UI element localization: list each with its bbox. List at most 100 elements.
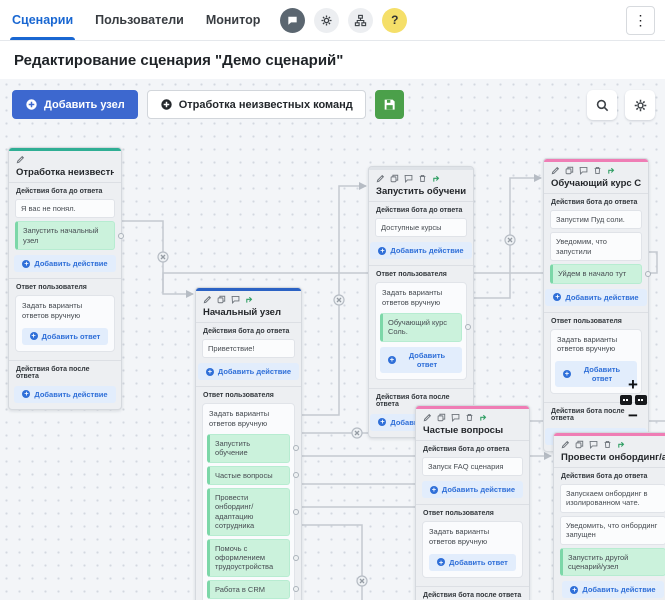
overview-icon[interactable] [634,395,647,405]
bot-action-item[interactable]: Я вас не понял. [15,199,115,219]
manual-answers-panel: Задать варианты ответов вручную +Добавить… [422,521,523,578]
manual-answers-text: Задать варианты ответов вручную [209,409,270,429]
answer-option-item[interactable]: Уйдем в начало тут [550,264,651,284]
manual-answers-text: Задать варианты ответов вручную [382,288,443,308]
add-node-button[interactable]: Добавить узел [12,90,138,119]
branch-icon[interactable] [479,413,488,422]
plus-icon: + [437,557,446,567]
trash-icon[interactable] [418,174,427,183]
title-bar: Редактирование сценария "Демо сценарий" [0,41,665,79]
bot-action-item[interactable]: Уведомим, что запустили [550,232,642,262]
message-icon[interactable] [579,166,588,175]
node-actions [551,166,641,175]
edit-icon[interactable] [551,166,560,175]
answer-option-item[interactable]: Помочь с оформлением трудоустройства [207,538,299,577]
fit-view-icon[interactable] [619,395,632,405]
node-header: Начальный узел [196,291,301,322]
answer-option-item[interactable]: Запустить начальный узел [15,221,124,251]
tab-monitor[interactable]: Монитор [205,13,261,27]
tab-scenarios[interactable]: Сценарии [9,0,76,40]
node-color-bar [9,148,121,151]
section-label: Ответ пользователя [551,317,622,325]
manual-answers-text: Задать варианты ответов вручную [429,527,490,547]
copy-icon[interactable] [217,295,226,304]
section-label: Действия бота до ответа [423,446,510,453]
add-action-button[interactable]: +Добавить действие [545,288,647,306]
node-provesti-onboarding[interactable]: Провести онбординг/адапта...Действия бот… [553,432,665,600]
tab-users[interactable]: Пользователи [95,13,184,27]
add-action-button[interactable]: +Добавить действие [562,581,664,599]
chat-icon[interactable] [280,7,306,33]
save-button[interactable] [374,90,404,119]
add-action-button-label: Добавить действие [217,367,292,377]
add-answer-button[interactable]: +Добавить ответ [429,553,516,571]
bot-action-item[interactable]: Приветствие! [202,339,295,359]
edit-icon[interactable] [423,413,432,422]
add-action-button[interactable]: +Добавить действие [370,242,472,260]
trash-icon[interactable] [593,166,602,175]
branch-icon[interactable] [432,174,441,183]
add-action-button-label: Добавить действие [565,292,639,302]
zoom-in-button[interactable]: + [628,375,638,394]
message-icon[interactable] [451,413,460,422]
node-title: Начальный узел [203,307,281,318]
message-icon[interactable] [589,440,598,449]
trash-icon[interactable] [465,413,474,422]
manual-answers-panel: Задать варианты ответов вручную+Добавить… [15,295,115,352]
canvas-settings-icon[interactable] [625,90,655,120]
branch-icon[interactable] [617,440,626,449]
branch-icon[interactable] [607,166,616,175]
answer-option-item[interactable]: Провести онбординг/адаптацию сотрудника [207,488,299,536]
answer-option-item[interactable]: Запустить другой сценарий/узел [560,547,665,577]
page-title: Редактирование сценария "Демо сценарий" [14,51,344,69]
copy-icon[interactable] [390,174,399,183]
add-action-button[interactable]: +Добавить действие [14,255,116,273]
message-icon[interactable] [231,295,240,304]
copy-icon[interactable] [565,166,574,175]
sitemap-icon[interactable] [348,7,374,33]
edit-icon[interactable] [561,440,570,449]
answer-option-item[interactable]: Запустить обучение [207,433,299,463]
unknown-commands-button[interactable]: Отработка неизвестных команд [146,90,366,119]
bot-action-item[interactable]: Запуск FAQ сценария [422,457,523,477]
bot-action-item[interactable]: Запускаем онбординг в изолированном чате… [560,484,665,513]
branch-icon[interactable] [245,295,254,304]
plus-icon: + [205,367,214,377]
kebab-menu-icon[interactable]: ⋮ [626,5,655,35]
add-action-button[interactable]: +Добавить действие [421,481,524,499]
node-otrabotka-neizvestnykh-komand[interactable]: Отработка неизвестных командДействия бот… [8,147,124,410]
zoom-out-button[interactable]: − [628,406,638,425]
edit-icon[interactable] [376,174,385,183]
bot-action-item[interactable]: Уведомить, что онбординг запущен [560,515,665,545]
plus-icon: + [570,585,579,594]
add-answer-button[interactable]: +Добавить ответ [21,327,109,345]
copy-icon[interactable] [575,440,584,449]
answer-option-item[interactable]: Обучающий курс Соль. [380,312,471,342]
settings-icon[interactable] [314,7,340,33]
section-label: Действия бота после ответа [16,365,90,380]
manual-answers-panel: Задать варианты ответов вручную+Добавить… [550,328,642,394]
bot-action-item[interactable]: Доступные курсы [375,218,467,238]
copy-icon[interactable] [437,413,446,422]
add-answer-button[interactable]: +Добавить ответ [380,346,462,373]
answer-option-item[interactable]: Работа в CRM [207,579,299,599]
help-icon[interactable]: ? [382,7,408,33]
search-icon[interactable] [587,90,617,120]
edit-icon[interactable] [203,295,212,304]
add-action-button[interactable]: +Добавить действие [14,385,116,403]
trash-icon[interactable] [603,440,612,449]
message-icon[interactable] [404,174,413,183]
bot-action-item[interactable]: Запустим Пуд соли. [550,210,642,230]
answer-option-item[interactable]: Частые вопросы [207,465,299,485]
add-action-button[interactable]: +Добавить действие [197,363,300,381]
edit-icon[interactable] [16,155,25,164]
add-answer-button[interactable]: +Добавить ответ [555,361,637,387]
plus-icon: + [22,389,31,399]
